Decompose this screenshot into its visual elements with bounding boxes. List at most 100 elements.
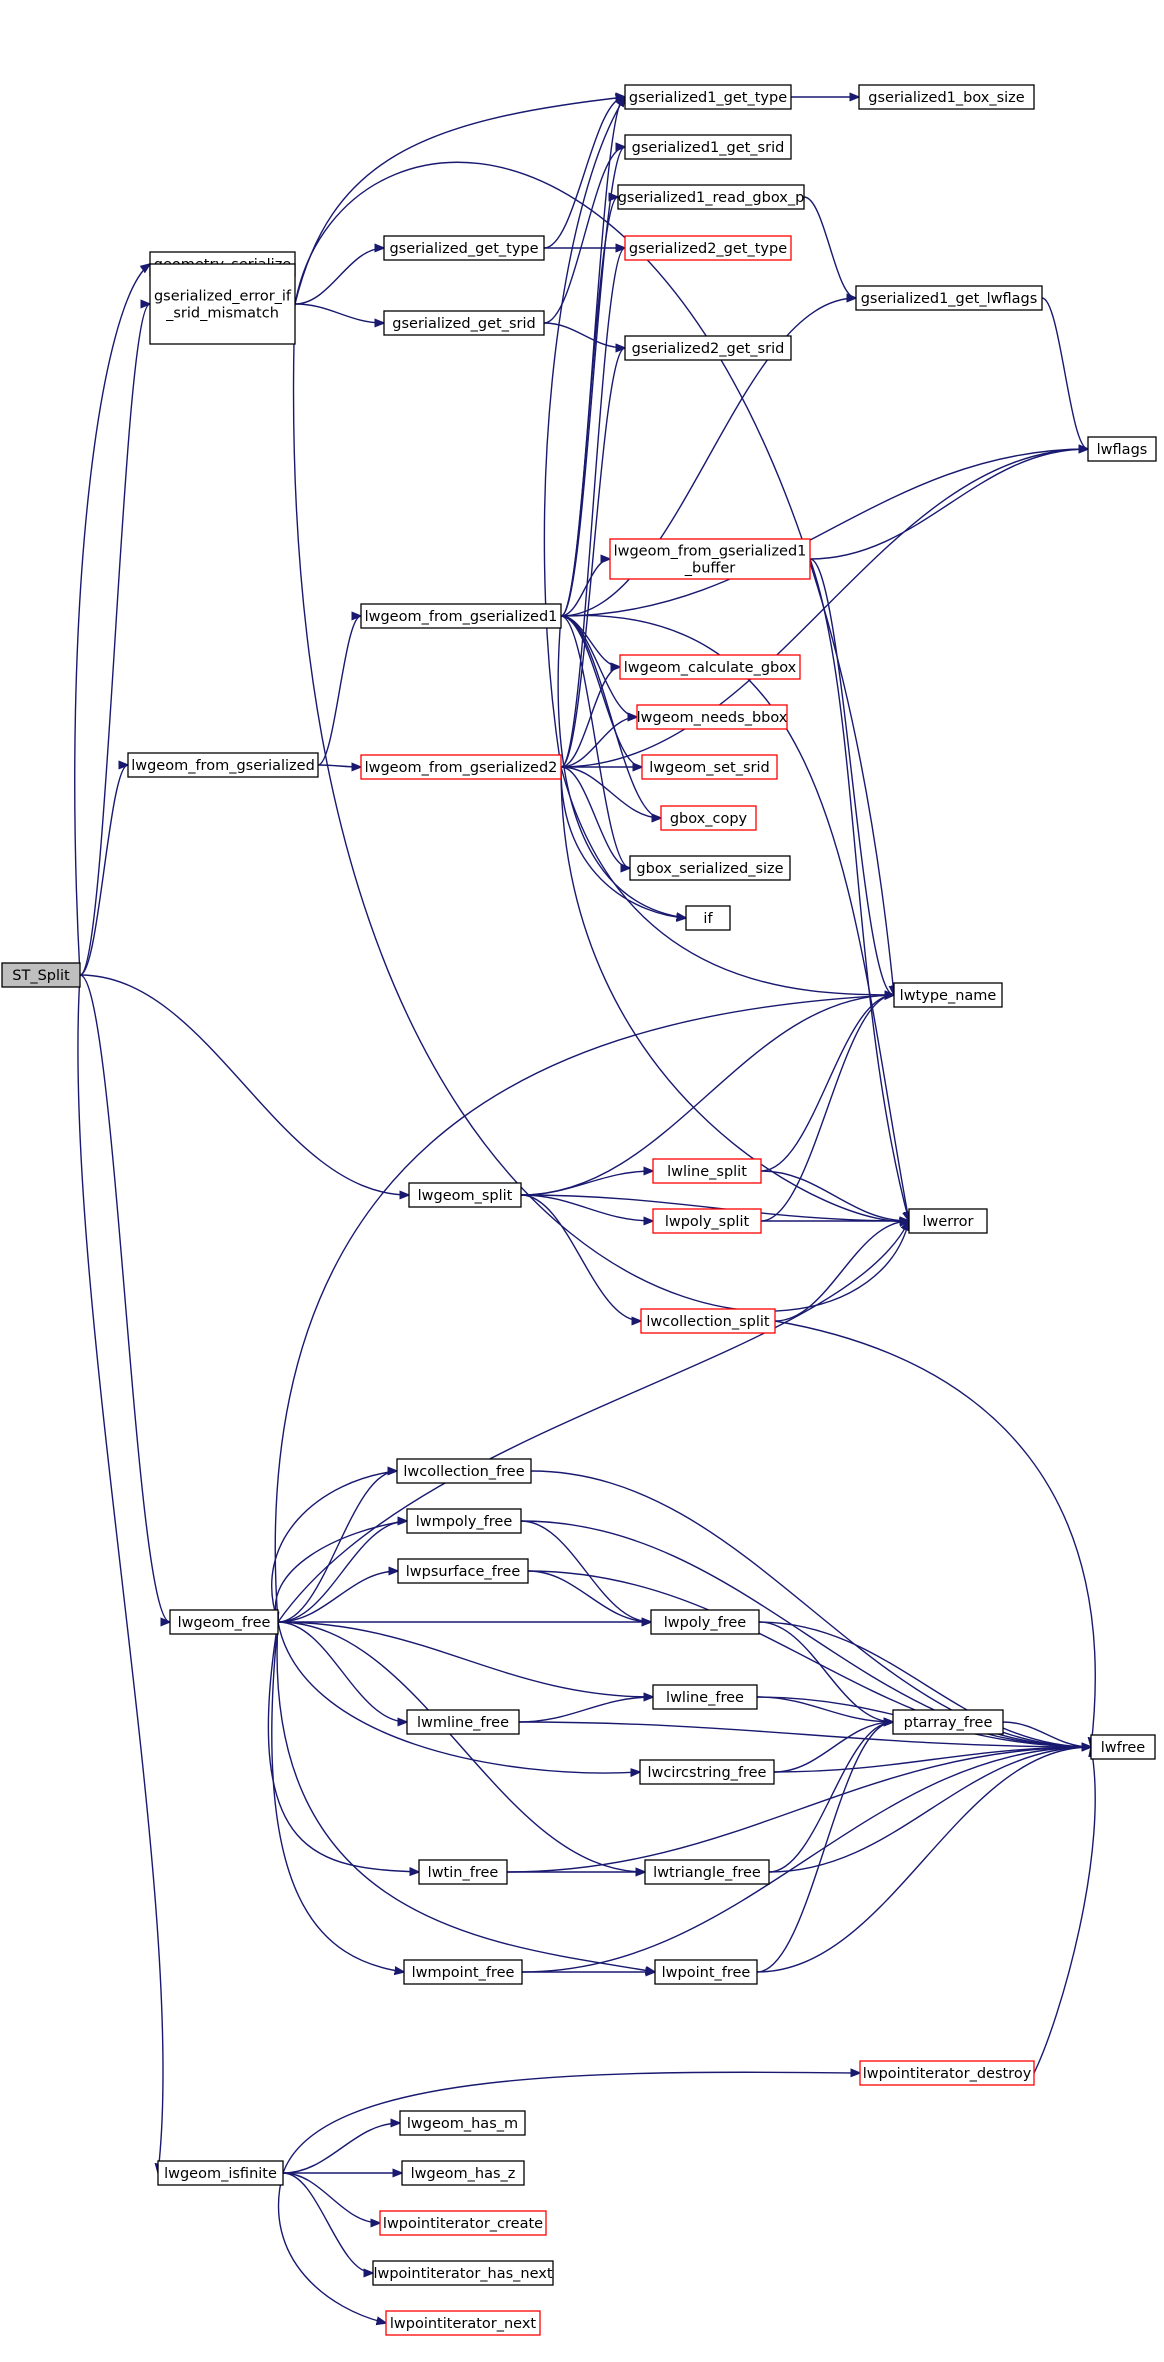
node-box [406,1709,520,1735]
node-lwgeom-isfinite[interactable]: lwgeom_isfinite [157,2160,284,2186]
node-lwgeom-has-z[interactable]: lwgeom_has_z [401,2160,525,2186]
node-lwpoly-free[interactable]: lwpoly_free [650,1609,760,1635]
node-box [406,1508,522,1534]
node-box [385,2310,541,2336]
node-st-split[interactable]: ST_Split [1,962,81,988]
edge-lwgeom_from_gserialized2-to-gserialized1_get_type [543,97,625,768]
node-lwgeom-from-gserialized[interactable]: lwgeom_from_gserialized [127,752,319,778]
node-box [1090,1734,1156,1760]
node-box [639,1759,775,1785]
node-lwmpoint-free[interactable]: lwmpoint_free [403,1959,523,1985]
edge-ptarray_free-to-lwfree [1002,1721,1091,1747]
edge-gserialized1_read_gbox_p-to-gserialized1_get_lwflags [803,196,856,298]
edge-lwgeom_from_gserialized2-to-gserialized2_get_type [560,248,626,768]
node-gserialized2-get-type[interactable]: gserialized2_get_type [624,235,792,261]
node-lwgeom-has-m[interactable]: lwgeom_has_m [399,2110,526,2136]
node-box [893,982,1003,1008]
node-ptarray-free[interactable]: ptarray_free [892,1709,1004,1735]
node-lwpointiterator-create[interactable]: lwpointiterator_create [379,2210,547,2236]
edge-lwpointiterator_destroy-to-lwfree [1033,1747,1095,2074]
node-gserialized1-read-gbox-p[interactable]: gserialized1_read_gbox_p [617,184,805,210]
node-lwcircstring-free[interactable]: lwcircstring_free [639,1759,775,1785]
edge-lwgeom_from_gserialized2-to-if [560,766,686,918]
edge-lwgeom_split-to-lwcollection_split [520,1194,641,1321]
node-label: lwpointiterator_has_next [373,2266,552,2282]
node-label: lwcircstring_free [648,1765,767,1781]
node-lwgeom-free[interactable]: lwgeom_free [169,1609,279,1635]
node-gserialized1-get-lwflags[interactable]: gserialized1_get_lwflags [855,285,1043,311]
node-lwgeom-from-gserialized2[interactable]: lwgeom_from_gserialized2 [360,754,562,780]
node-lwcollection-split[interactable]: lwcollection_split [640,1308,776,1334]
node-label: gbox_copy [670,811,748,827]
node-lwpsurface-free[interactable]: lwpsurface_free [397,1558,529,1584]
node-gserialized2-get-srid[interactable]: gserialized2_get_srid [624,335,792,361]
node-box [169,1609,279,1635]
edge-lwgeom_from_gserialized1-to-gserialized1_read_gbox_p [560,197,619,617]
node-label: lwerror [923,1214,974,1230]
node-label: lwmpoint_free [412,1965,515,1981]
node-box [654,1959,758,1985]
edge-st_split-to-lwgeom_from_gserialized [79,765,128,976]
node-label: _buffer [684,561,736,577]
edge-lwgeom_isfinite-to-lwgeom_has_m [282,2123,400,2174]
node-if[interactable]: if [685,905,731,931]
node-lwline-split[interactable]: lwline_split [652,1158,762,1184]
node-gbox-copy[interactable]: gbox_copy [660,805,757,831]
node-label: lwgeom_has_m [407,2116,518,2132]
node-gserialized1-get-type[interactable]: gserialized1_get_type [624,84,792,110]
node-lwtriangle-free[interactable]: lwtriangle_free [644,1859,770,1885]
node-lwgeom-calculate-gbox[interactable]: lwgeom_calculate_gbox [619,654,801,680]
edge-lwtriangle_free-to-lwfree [768,1747,1091,1873]
node-gserialized1-box-size[interactable]: gserialized1_box_size [858,84,1035,110]
node-box [624,134,792,160]
node-lwpointiterator-destroy[interactable]: lwpointiterator_destroy [859,2060,1035,2086]
node-label: gserialized_get_type [389,241,538,257]
node-lwpoly-split[interactable]: lwpoly_split [652,1208,762,1234]
node-lwerror[interactable]: lwerror [908,1208,988,1234]
edge-st_split-to-geometry_serialize [74,264,150,976]
node-box [640,1308,776,1334]
node-box [383,235,545,261]
node-gserialized-error-if-srid-mismatch[interactable]: gserialized_error_if_srid_mismatch [149,263,296,345]
node-gserialized-get-type[interactable]: gserialized_get_type [383,235,545,261]
node-lwpointiterator-next[interactable]: lwpointiterator_next [385,2310,541,2336]
node-lwpointiterator-has-next[interactable]: lwpointiterator_has_next [372,2260,554,2286]
node-box [685,905,731,931]
node-lwgeom-split[interactable]: lwgeom_split [408,1182,522,1208]
edge-lwgeom_free-to-lwline_free [277,1621,653,1697]
node-label: lwpoly_split [665,1214,750,1230]
edge-lwgeom_isfinite-to-lwpointiterator_next [277,2172,386,2323]
node-label: lwpsurface_free [406,1564,521,1580]
node-lwmline-free[interactable]: lwmline_free [406,1709,520,1735]
node-lwline-free[interactable]: lwline_free [652,1684,758,1710]
node-label: lwpointiterator_create [383,2216,543,2232]
edge-lwgeom_free-to-lwtin_free [267,1621,419,1872]
node-lwpoint-free[interactable]: lwpoint_free [654,1959,758,1985]
edge-gserialized_error_if_srid_mismatch-to-gserialized_get_srid [294,303,384,323]
node-lwfree[interactable]: lwfree [1090,1734,1156,1760]
edge-lwgeom_split-to-lwtype_name [520,995,894,1196]
node-lwmpoly-free[interactable]: lwmpoly_free [406,1508,522,1534]
node-box [360,754,562,780]
node-lwgeom-set-srid[interactable]: lwgeom_set_srid [641,754,778,780]
node-lwflags[interactable]: lwflags [1087,436,1157,462]
node-lwgeom-needs-bbox[interactable]: lwgeom_needs_bbox [636,704,788,730]
edge-st_split-to-lwgeom_free [79,974,170,1622]
node-lwtin-free[interactable]: lwtin_free [418,1859,508,1885]
node-box [372,2260,554,2286]
node-lwtype-name[interactable]: lwtype_name [893,982,1003,1008]
node-box [383,310,545,336]
node-label: lwgeom_isfinite [164,2166,277,2182]
node-label: lwgeom_from_gserialized1 [614,544,807,560]
node-gbox-serialized-size[interactable]: gbox_serialized_size [629,855,791,881]
node-label: gserialized1_get_type [629,90,787,106]
node-lwgeom-from-gserialized1[interactable]: lwgeom_from_gserialized1 [360,603,562,629]
node-lwgeom-from-gserialized1-buffer[interactable]: lwgeom_from_gserialized1_buffer [609,538,811,580]
node-label: lwpointiterator_next [390,2316,537,2332]
node-lwcollection-free[interactable]: lwcollection_free [396,1458,532,1484]
edge-gserialized_get_type-to-gserialized1_get_type [543,97,625,249]
node-gserialized-get-srid[interactable]: gserialized_get_srid [383,310,545,336]
node-label: lwcollection_split [646,1314,770,1330]
node-gserialized1-get-srid[interactable]: gserialized1_get_srid [624,134,792,160]
node-label: lwgeom_set_srid [649,760,769,776]
